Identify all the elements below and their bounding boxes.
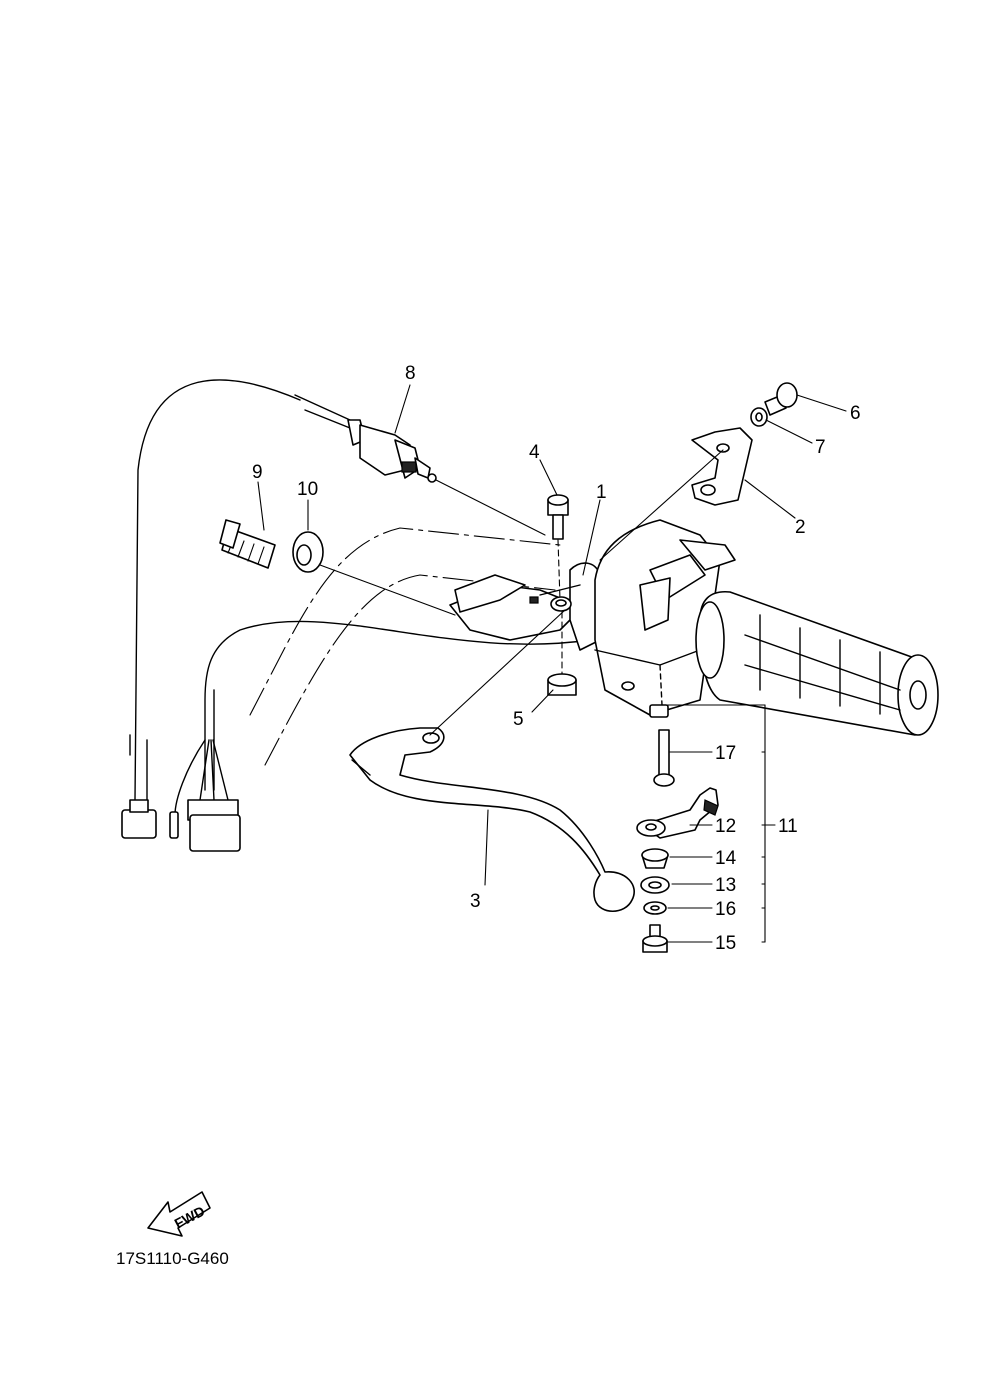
callout-12: 12 (715, 816, 736, 837)
callout-17: 17 (715, 743, 736, 764)
callout-6: 6 (850, 403, 861, 424)
callout-1: 1 (596, 482, 607, 503)
grip (695, 591, 939, 736)
callout-5: 5 (513, 709, 524, 730)
washer (750, 407, 768, 427)
fwd-arrow-icon: FWD (147, 1191, 211, 1237)
diagram-code: 17S1110-G460 (116, 1249, 229, 1268)
leader-lines (257, 384, 847, 943)
callout-4: 4 (529, 442, 540, 463)
callout-13: 13 (715, 875, 736, 896)
callout-10: 10 (297, 479, 318, 500)
callout-7: 7 (815, 437, 826, 458)
lock-nut (292, 531, 456, 616)
callout-3: 3 (470, 891, 481, 912)
adjuster-bolt (219, 519, 276, 569)
clutch-switch (347, 419, 546, 536)
hot-start-assembly (636, 704, 766, 953)
pivot-bolt (547, 494, 569, 601)
callout-15: 15 (715, 933, 736, 954)
switch-housing (594, 519, 736, 718)
callout-14: 14 (715, 848, 737, 869)
callout-labels: 1 2 3 4 5 6 7 8 9 10 11 12 13 14 15 16 1… (252, 363, 861, 954)
lever-holder (449, 562, 601, 651)
screw (764, 382, 798, 416)
clamp (599, 427, 753, 561)
pivot-nut (547, 611, 577, 696)
callout-11: 11 (778, 816, 798, 837)
callout-2: 2 (795, 517, 806, 538)
callout-8: 8 (405, 363, 416, 384)
callout-9: 9 (252, 462, 263, 483)
wire-harness (121, 379, 591, 852)
callout-16: 16 (715, 899, 736, 920)
clutch-lever (349, 609, 635, 913)
handlebar-outline (249, 527, 561, 766)
